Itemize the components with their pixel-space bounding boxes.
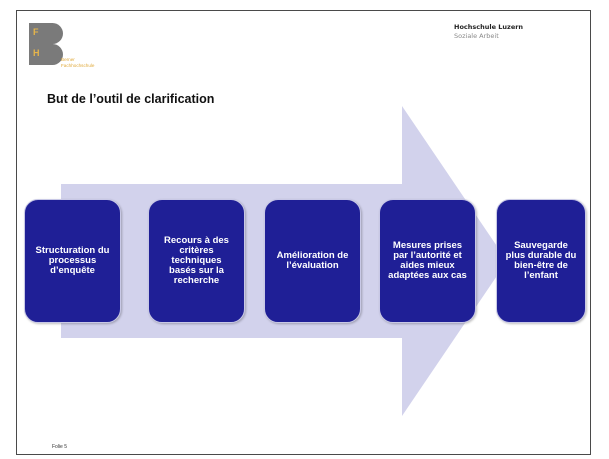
slide-footer: Folie 5 [52,444,68,450]
slide-title: But de l’outil de clarification [47,92,215,106]
logo-letter-h: H [33,48,40,58]
institution-name: Hochschule Luzern [454,23,524,31]
step-label-1: Structuration du processus d’enquête [35,245,110,276]
logo-text: Berner Fachhochschule [61,57,94,69]
step-label-2: Recours à des critères techniques basés … [164,235,229,286]
step-box-2: Recours à des critères techniques basés … [148,199,245,323]
institution-department: Soziale Arbeit [454,32,499,40]
bfh-logo: F H Berner Fachhochschule [29,23,139,75]
step-label-3: Amélioration de l’évaluation [276,250,349,271]
step-box-3: Amélioration de l’évaluation [264,199,361,323]
logo-letter-f: F [33,27,39,37]
step-box-1: Structuration du processus d’enquête [24,199,121,323]
step-box-4: Mesures prises par l’autorité et aides m… [379,199,476,323]
logo-mark-icon: F H [29,23,63,65]
logo-text-line1: Berner [61,57,75,62]
step-label-5: Sauvegarde plus durable du bien-être de … [505,240,577,281]
step-label-4: Mesures prises par l’autorité et aides m… [388,240,467,281]
logo-text-line2: Fachhochschule [61,63,95,68]
institution-header: Hochschule Luzern Soziale Arbeit [454,23,523,41]
slide: F H Berner Fachhochschule Hochschule Luz… [16,10,591,455]
step-box-5: Sauvegarde plus durable du bien-être de … [496,199,586,323]
